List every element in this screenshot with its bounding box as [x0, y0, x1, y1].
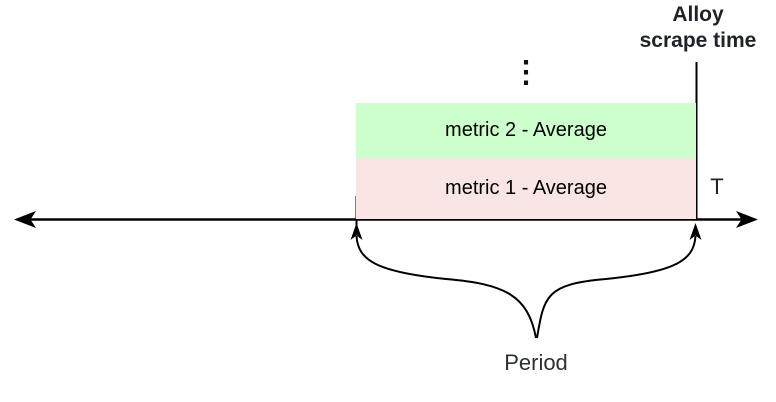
period-brace-right-curve — [536, 235, 697, 339]
period-brace-left-curve — [355, 235, 537, 339]
metric-2-average-label: metric 2 - Average — [445, 119, 607, 141]
metric-1-average-bar: metric 1 - Average — [356, 158, 696, 219]
period-brace-left-arrowhead-icon — [350, 223, 363, 240]
metric-2-average-bar: metric 2 - Average — [356, 103, 696, 158]
time-axis-right-arrowhead-icon — [736, 211, 758, 228]
metric-1-average-label: metric 1 - Average — [445, 177, 607, 199]
time-axis-left-arrowhead-icon — [14, 211, 36, 228]
scrape-time-label: Alloy scrape time — [618, 2, 776, 54]
period-brace-right-arrowhead-icon — [689, 223, 702, 240]
time-axis-label: T — [710, 174, 724, 199]
scrape-time-label-line1: Alloy — [672, 3, 724, 26]
period-label: Period — [504, 350, 568, 375]
more-metrics-ellipsis-icon: ⋮ — [511, 56, 541, 89]
scrape-time-label-line2: scrape time — [639, 29, 757, 52]
